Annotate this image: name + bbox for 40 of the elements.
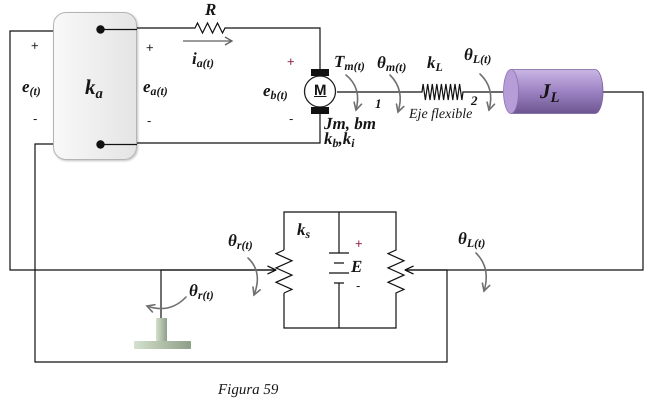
polarity-sign: + bbox=[287, 55, 295, 68]
potentiometer-bridge bbox=[276, 211, 405, 329]
polarity-sign: - bbox=[147, 114, 152, 127]
voltage-label: e$_{(t)}$ bbox=[22, 78, 41, 95]
point-number: 1 bbox=[375, 97, 382, 110]
parameter-label: Jm, bm bbox=[324, 115, 376, 132]
polarity-sign: + bbox=[31, 39, 39, 52]
current-label: i$_{a(t)}$ bbox=[192, 50, 214, 67]
voltage-label: e$_{a(t)}$ bbox=[143, 78, 168, 95]
voltage-label: E bbox=[351, 258, 362, 275]
angle-label: θ$_{L(t)}$ bbox=[458, 230, 486, 247]
resistor-label: R bbox=[205, 1, 216, 18]
polarity-sign: - bbox=[289, 112, 294, 125]
torque-label: T$_{m(t)}$ bbox=[334, 53, 365, 70]
knob bbox=[134, 318, 191, 349]
wire bbox=[137, 114, 321, 144]
gain-label: k$_{a}$ bbox=[85, 77, 103, 98]
angle-label: θ$_{L(t)}$ bbox=[464, 46, 492, 63]
polarity-sign: + bbox=[355, 237, 363, 250]
amplifier-block bbox=[53, 12, 137, 160]
shaft-line bbox=[160, 265, 277, 318]
spring-shaft bbox=[337, 83, 503, 101]
resistor-wire bbox=[137, 22, 321, 69]
polarity-sign: - bbox=[33, 112, 38, 125]
gain-label: k$_{s}$ bbox=[297, 221, 310, 238]
polarity-sign: + bbox=[146, 41, 154, 54]
spring-constant-label: k$_{L}$ bbox=[427, 54, 443, 71]
parameter-label: k$_{b}$,k$_{i}$ bbox=[324, 130, 355, 147]
voltage-label: e$_{b(t)}$ bbox=[263, 82, 288, 99]
figure-caption: Figura 59 bbox=[218, 383, 278, 398]
shaft-label: Eje flexible bbox=[409, 108, 472, 122]
motor-symbol bbox=[303, 69, 337, 114]
angle-label: θ$_{r(t)}$ bbox=[228, 232, 253, 249]
angle-label: θ$_{r(t)}$ bbox=[189, 282, 214, 299]
angle-label: θ$_{m(t)}$ bbox=[377, 54, 406, 71]
load-cylinder bbox=[503, 69, 603, 114]
motor-letter: M bbox=[314, 83, 326, 98]
inertia-label: J$_{L}$ bbox=[540, 81, 560, 102]
polarity-sign: - bbox=[356, 279, 360, 292]
point-number: 2 bbox=[471, 94, 478, 107]
